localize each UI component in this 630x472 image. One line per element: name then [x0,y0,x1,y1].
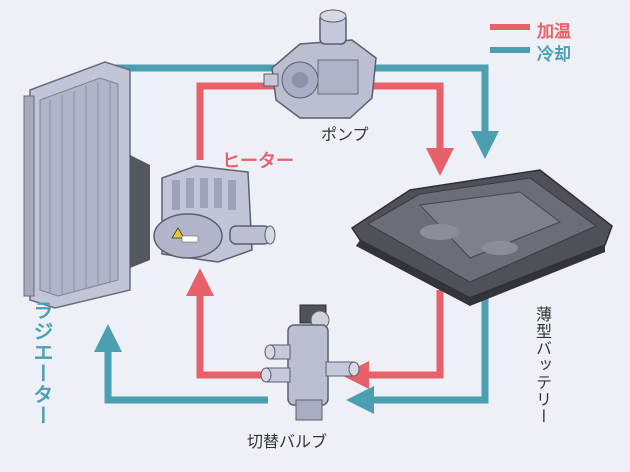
heating-pipe-battery-return [341,290,444,389]
cooling-pipe-battery-return [346,290,489,414]
battery-label: 薄型バッテリー [533,306,552,425]
legend-cooling-label: 冷却 [537,45,571,65]
pump-label: ポンプ [321,125,369,144]
battery-pack-icon [350,169,613,306]
heater-icon [153,165,276,263]
heating-pipe-bottom-left [186,268,268,379]
pump-icon [263,9,377,119]
valve-label: 切替バルブ [247,432,328,451]
switching-valve-icon [260,304,360,421]
cooling-pipe-bottom-left [94,324,268,404]
legend-heating-label: 加温 [537,22,571,42]
radiator-label: ラジエーター [30,300,54,426]
heater-label: ヒーター [222,151,294,172]
radiator-icon [23,61,150,309]
